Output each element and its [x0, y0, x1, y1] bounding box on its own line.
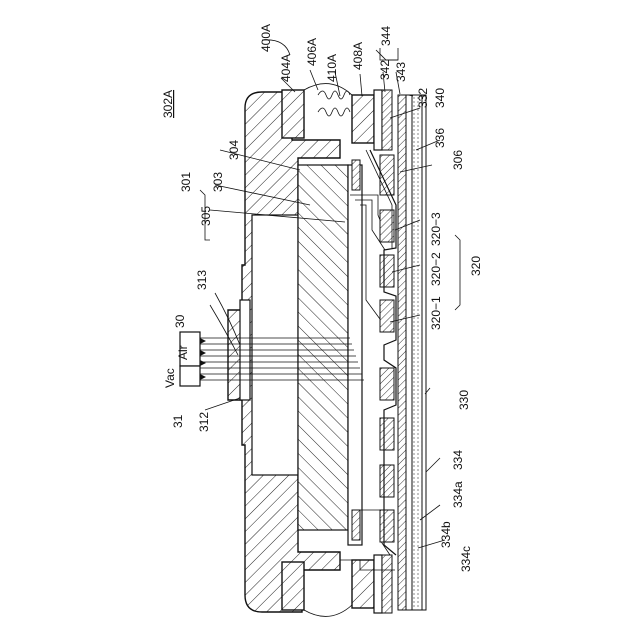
substrate-layers — [398, 95, 426, 610]
label-31: 31 — [171, 414, 185, 428]
plate-305 — [348, 165, 362, 545]
label-air: Air — [176, 345, 190, 360]
label-304: 304 — [227, 140, 241, 160]
label-320-1: 320−1 — [429, 296, 443, 330]
label-320-2: 320−2 — [429, 252, 443, 286]
label-400A: 400A — [259, 24, 273, 52]
label-305: 305 — [199, 206, 213, 226]
label-408A: 408A — [351, 42, 365, 70]
label-313: 313 — [195, 270, 209, 290]
label-340: 340 — [433, 88, 447, 108]
label-303: 303 — [211, 172, 225, 192]
label-vac: Vac — [163, 368, 177, 388]
label-302A: 302A — [161, 90, 175, 118]
label-342: 342 — [378, 60, 392, 80]
label-306: 306 — [451, 150, 465, 170]
label-30: 30 — [173, 314, 187, 328]
label-334a: 334a — [451, 481, 465, 508]
label-334c: 334c — [459, 546, 473, 572]
label-334: 334 — [451, 450, 465, 470]
label-332: 332 — [416, 88, 430, 108]
label-336: 336 — [433, 128, 447, 148]
label-330: 330 — [457, 390, 471, 410]
label-301: 301 — [179, 172, 193, 192]
label-343: 343 — [394, 62, 408, 82]
label-320: 320 — [469, 256, 483, 276]
label-344: 344 — [379, 26, 393, 46]
label-320-3: 320−3 — [429, 212, 443, 246]
label-404A: 404A — [279, 54, 293, 82]
label-312: 312 — [197, 412, 211, 432]
label-334b: 334b — [439, 521, 453, 548]
label-406A: 406A — [305, 38, 319, 66]
label-410A: 410A — [325, 54, 339, 82]
